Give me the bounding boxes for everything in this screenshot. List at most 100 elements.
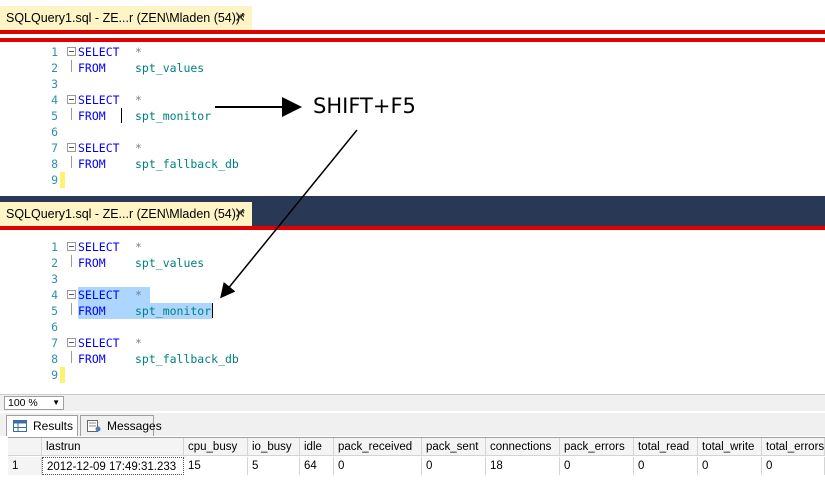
table-cell[interactable]: 5 xyxy=(248,457,300,475)
table-cell[interactable]: 0 xyxy=(422,457,486,475)
sql-operator: * xyxy=(135,45,142,59)
line-number: 6 xyxy=(51,320,58,334)
sql-identifier: spt_monitor xyxy=(135,304,212,318)
code-line[interactable]: 3 xyxy=(0,76,825,92)
collapse-icon[interactable] xyxy=(67,47,76,56)
line-number: 7 xyxy=(51,336,58,350)
collapse-icon[interactable] xyxy=(67,338,76,347)
code-line[interactable]: 7 SELECT * xyxy=(0,335,825,351)
code-line[interactable]: 6 xyxy=(0,124,825,140)
sql-keyword: FROM xyxy=(78,256,106,270)
shortcut-annotation: SHIFT+F5 xyxy=(313,94,416,118)
collapse-icon[interactable] xyxy=(67,95,76,104)
table-cell[interactable]: 18 xyxy=(486,457,560,475)
collapse-icon[interactable] xyxy=(67,290,76,299)
table-cell[interactable]: 0 xyxy=(560,457,634,475)
code-line[interactable]: 6 xyxy=(0,319,825,335)
active-tab-underline xyxy=(0,30,825,34)
status-strip: 100 % ▼ xyxy=(0,394,825,411)
tab-results[interactable]: Results xyxy=(6,415,78,436)
change-marker xyxy=(60,172,65,188)
collapse-icon[interactable] xyxy=(67,143,76,152)
sql-identifier: spt_values xyxy=(135,61,205,75)
sql-keyword: FROM xyxy=(78,61,106,75)
table-cell[interactable]: 0 xyxy=(334,457,422,475)
table-cell[interactable]: 0 xyxy=(634,457,698,475)
sql-keyword: SELECT xyxy=(78,288,120,302)
column-header[interactable]: pack_received xyxy=(334,438,422,456)
column-header[interactable]: pack_errors xyxy=(560,438,634,456)
results-tabstrip: Results Messages xyxy=(0,413,825,436)
table-cell[interactable]: 15 xyxy=(184,457,248,475)
fold-guide xyxy=(71,255,72,267)
close-icon[interactable]: ✕ xyxy=(234,9,246,25)
fold-guide xyxy=(71,60,72,72)
column-header[interactable]: idle xyxy=(300,438,334,456)
line-number: 6 xyxy=(51,125,58,139)
column-header[interactable]: total_read xyxy=(634,438,698,456)
row-number[interactable]: 1 xyxy=(8,457,42,475)
column-header[interactable]: total_errors xyxy=(762,438,825,456)
tab-query-file[interactable]: SQLQuery1.sql - ZE...r (ZEN\Mladen (54))… xyxy=(0,6,252,30)
line-number: 7 xyxy=(51,141,58,155)
text-selection xyxy=(78,287,150,303)
sql-operator: * xyxy=(135,93,142,107)
sql-operator: * xyxy=(135,336,142,350)
collapse-icon[interactable] xyxy=(67,242,76,251)
column-header[interactable]: pack_sent xyxy=(422,438,486,456)
text-caret xyxy=(212,303,213,318)
close-icon[interactable]: ✕ xyxy=(234,205,246,221)
line-number: 1 xyxy=(51,45,58,59)
active-tab-underline-lower xyxy=(0,38,825,42)
line-number: 9 xyxy=(51,368,58,382)
table-cell[interactable]: 64 xyxy=(300,457,334,475)
code-line[interactable]: 9 xyxy=(0,172,825,188)
zoom-select[interactable]: 100 % ▼ xyxy=(4,396,64,410)
line-number: 1 xyxy=(51,240,58,254)
table-cell[interactable]: 0 xyxy=(698,457,762,475)
column-header[interactable]: io_busy xyxy=(248,438,300,456)
sql-keyword: FROM xyxy=(78,304,106,318)
sql-keyword: SELECT xyxy=(78,240,120,254)
line-number: 8 xyxy=(51,352,58,366)
messages-icon xyxy=(87,420,101,432)
tab-query-file[interactable]: SQLQuery1.sql - ZE...r (ZEN\Mladen (54))… xyxy=(0,202,252,226)
zoom-value: 100 % xyxy=(8,397,38,409)
sql-keyword: SELECT xyxy=(78,336,120,350)
code-line[interactable]: 3 xyxy=(0,271,825,287)
sql-keyword: FROM xyxy=(78,352,106,366)
code-line[interactable]: 9 xyxy=(0,367,825,383)
fold-guide xyxy=(71,351,72,363)
text-selection xyxy=(78,303,212,319)
tab-title: SQLQuery1.sql - ZE...r (ZEN\Mladen (54))… xyxy=(6,11,245,25)
table-cell[interactable]: 2012-12-09 17:49:31.233 xyxy=(42,457,184,475)
sql-identifier: spt_fallback_db xyxy=(135,157,239,171)
sql-keyword: FROM xyxy=(78,109,106,123)
tab-strip: SQLQuery1.sql - ZE...r (ZEN\Mladen (54))… xyxy=(0,196,825,229)
line-number: 2 xyxy=(51,256,58,270)
column-header[interactable]: total_write xyxy=(698,438,762,456)
column-header[interactable]: cpu_busy xyxy=(184,438,248,456)
column-header[interactable]: lastrun xyxy=(42,438,184,456)
editor-pane-before: SQLQuery1.sql - ZE...r (ZEN\Mladen (54))… xyxy=(0,0,825,196)
column-header[interactable]: connections xyxy=(486,438,560,456)
tab-messages[interactable]: Messages xyxy=(80,415,162,436)
active-tab-underline xyxy=(0,226,825,230)
table-cell[interactable]: 0 xyxy=(762,457,825,475)
sql-identifier: spt_monitor xyxy=(135,109,212,123)
